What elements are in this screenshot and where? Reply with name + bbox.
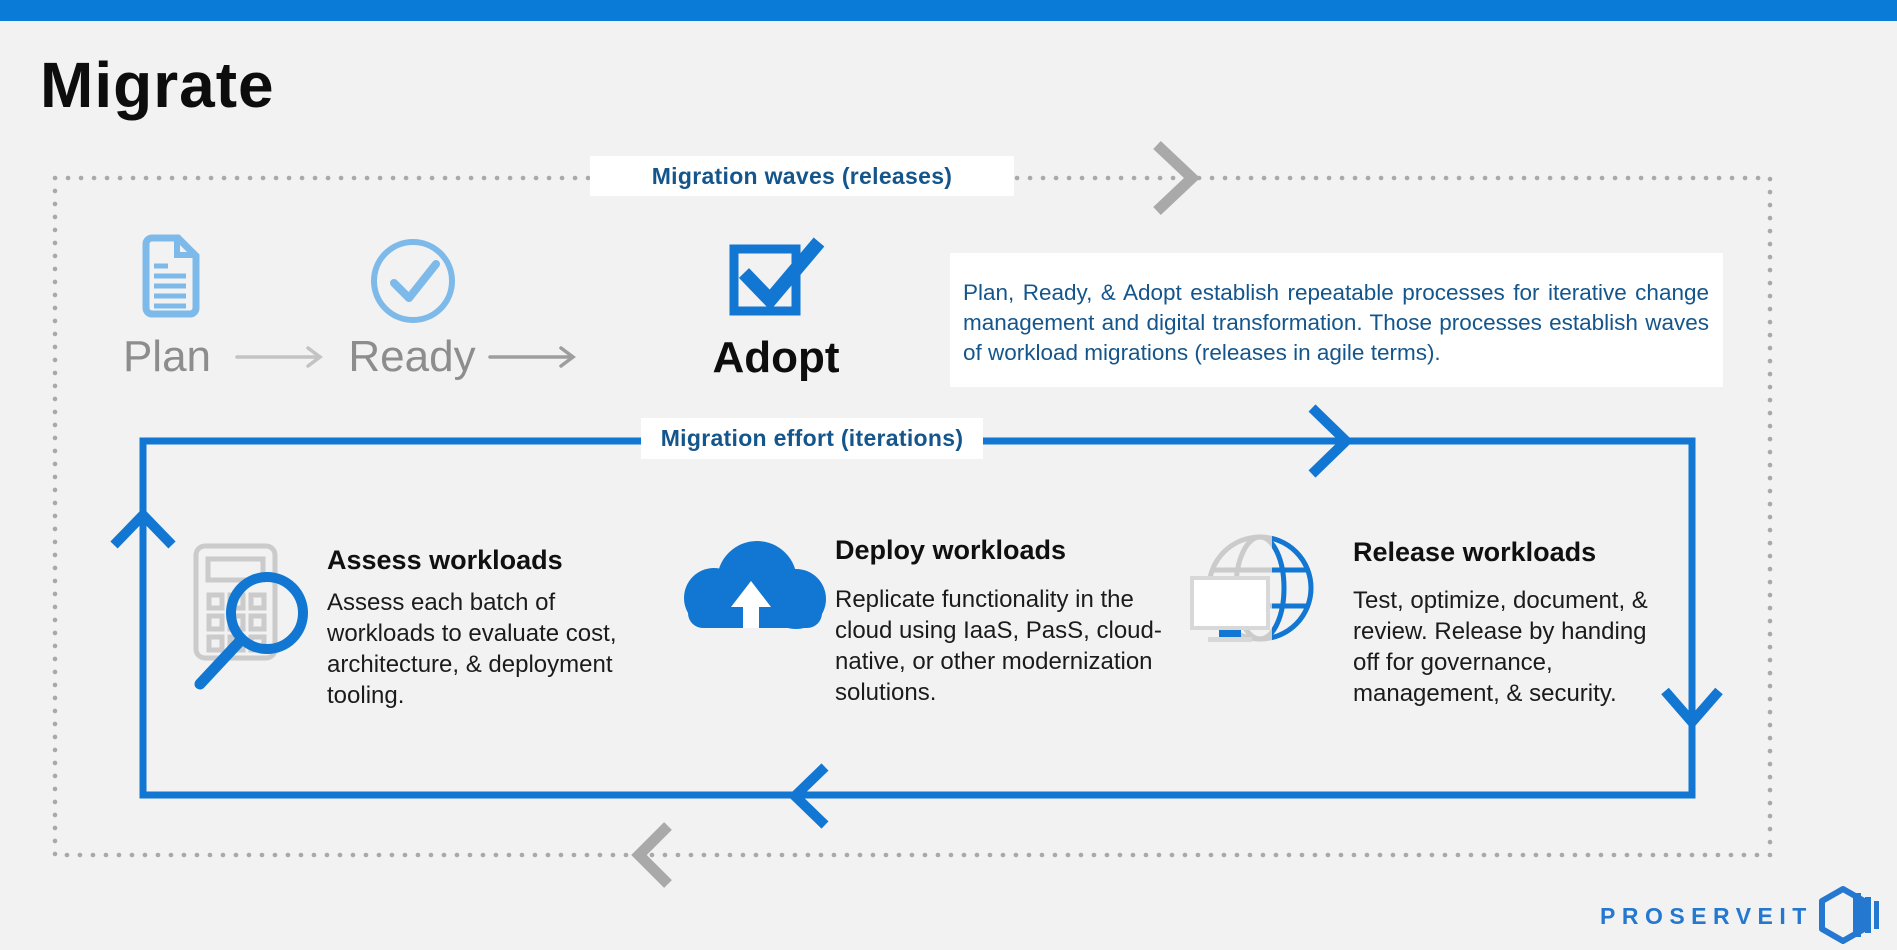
cloud-upload-icon: [684, 541, 826, 629]
top-accent-bar: [0, 0, 1897, 21]
stage-plan-label: Plan: [122, 332, 212, 381]
page-title: Migrate: [40, 49, 275, 121]
document-icon: [142, 234, 200, 318]
assess-workloads-title: Assess workloads: [327, 545, 563, 575]
deploy-workloads-title: Deploy workloads: [835, 535, 1067, 565]
stage-arrow-2-icon: [488, 346, 576, 368]
stage-arrow-1-icon: [235, 346, 323, 368]
deploy-workloads-description: Replicate functionality in the cloud usi…: [835, 586, 1162, 706]
check-circle-icon: [371, 239, 455, 323]
brand-name: PROSERVEIT: [1600, 902, 1813, 929]
effort-loop-label: Migration effort (iterations): [641, 418, 983, 459]
calculator-magnifier-icon: [193, 543, 308, 690]
waves-forward-arrow-icon: [1153, 140, 1201, 216]
effort-up-arrow-icon: [110, 507, 176, 549]
checkbox-check-icon: [729, 237, 825, 316]
waves-return-arrow-icon: [631, 822, 672, 888]
hexagon-prism-icon: [1819, 886, 1879, 944]
waves-loop-label: Migration waves (releases): [590, 156, 1014, 196]
waves-description: Plan, Ready, & Adopt establish repeatabl…: [950, 253, 1723, 387]
release-workloads-title: Release workloads: [1353, 537, 1597, 567]
effort-down-arrow-icon: [1661, 687, 1723, 730]
stage-ready-label: Ready: [348, 332, 476, 381]
stage-adopt-label: Adopt: [712, 333, 840, 382]
assess-workloads-description: Assess each batch of workloads to evalua…: [327, 589, 617, 709]
release-workloads-description: Test, optimize, document, & review. Rele…: [1353, 587, 1648, 707]
globe-monitor-icon: [1190, 534, 1314, 642]
brand-logo: PROSERVEIT: [1600, 888, 1890, 944]
effort-back-arrow-icon: [787, 763, 829, 829]
effort-forward-arrow-icon: [1308, 404, 1354, 478]
